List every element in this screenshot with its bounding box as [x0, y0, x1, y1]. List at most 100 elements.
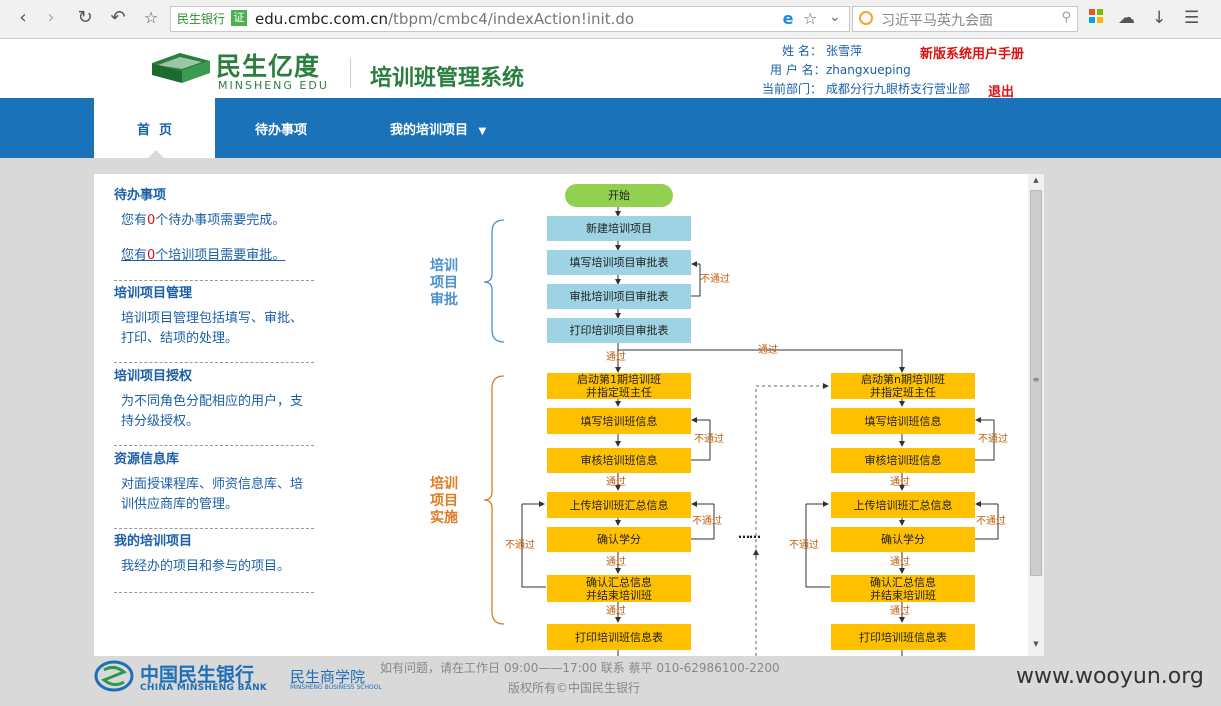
main-nav: 首 页 待办事项 我的培训项目 ▼	[0, 98, 1221, 158]
chevron-down-icon: ▼	[478, 126, 487, 137]
mgmt-section-title: 培训项目管理	[114, 286, 193, 301]
user-name-row: 姓 名：张雪萍	[770, 43, 862, 59]
bank-name-english: CHINA MINSHENG BANK	[140, 683, 268, 693]
flow-step-classn: 打印培训班信息表	[831, 624, 975, 650]
flow-label-fail: 不通过	[978, 434, 1008, 445]
section-divider	[114, 280, 314, 281]
flow-step-class1: 确认学分	[547, 527, 691, 552]
scrollbar-thumb[interactable]: ≡	[1030, 190, 1042, 576]
flow-label-fail: 不通过	[694, 434, 724, 445]
certificate-icon[interactable]: 证	[231, 10, 247, 26]
menu-icon[interactable]: ☰	[1184, 8, 1200, 28]
site-tag: 民生银行	[177, 12, 226, 26]
browser-toolbar: ‹ › ↻ ↶ ☆ 民生银行 证 edu.cmbc.com.cn/tbpm/cm…	[0, 0, 1221, 39]
logo-chinese-text: 民生亿度	[216, 52, 321, 81]
flow-step-classn: 审核培训班信息	[831, 448, 975, 473]
nav-home-tab[interactable]: 首 页	[94, 98, 215, 158]
resource-section-title: 资源信息库	[114, 452, 180, 467]
user-manual-link[interactable]: 新版系统用户手册	[920, 47, 1025, 62]
section-divider	[114, 528, 314, 529]
url-text[interactable]: edu.cmbc.com.cn/tbpm/cmbc4/indexAction!i…	[255, 10, 635, 28]
search-input[interactable]: 习近平马英九会面 ⚲	[852, 6, 1078, 32]
username-row: 用 户 名：zhangxueping	[770, 62, 911, 78]
site-header: 民生亿度 MINSHENG EDU 培训班管理系统 姓 名：张雪萍 用 户 名：…	[0, 39, 1221, 100]
back-icon[interactable]: ‹	[19, 7, 27, 28]
mgmt-section-text: 培训项目管理包括填写、审批、打印、结项的处理。	[121, 311, 304, 346]
nav-my-projects-tab[interactable]: 我的培训项目 ▼	[390, 98, 486, 158]
flow-label-fail: 不通过	[976, 516, 1006, 527]
user-name-value: 张雪萍	[826, 44, 863, 58]
reload-icon[interactable]: ↻	[77, 7, 93, 28]
flow-label-fail: 不通过	[789, 540, 819, 551]
flow-label-fail: 不通过	[692, 516, 722, 527]
workflow-connectors	[483, 207, 999, 656]
flow-label-pass: 通过	[606, 352, 626, 363]
bank-name-chinese: 中国民生银行	[140, 664, 255, 686]
section-divider	[114, 362, 314, 363]
flow-label-fail: 不通过	[700, 274, 730, 285]
flow-step-class1: 上传培训班汇总信息	[547, 492, 691, 518]
favorite-star-icon[interactable]: ☆	[803, 9, 818, 28]
search-query[interactable]: 习近平马英九会面	[881, 13, 993, 29]
content-panel: 待办事项 您有0个待办事项需要完成。 您有0个培训项目需要审批。 培训项目管理 …	[94, 174, 1044, 656]
my-projects-section-title: 我的培训项目	[114, 534, 193, 549]
resource-section-text: 对面授课程库、师资信息库、培训供应商库的管理。	[121, 477, 304, 512]
todo-pending-count: 0	[147, 213, 156, 228]
flow-label-pass: 通过	[606, 606, 626, 617]
cloud-icon[interactable]: ☁	[1118, 8, 1135, 28]
flow-start-node: 开始	[565, 184, 673, 207]
section-divider	[114, 445, 314, 446]
forward-icon[interactable]: ›	[47, 7, 55, 28]
school-name-english: MINSHENG BUSINESS SCHOOL	[290, 684, 382, 691]
auth-section-text: 为不同角色分配相应的用户，支持分级授权。	[121, 394, 304, 429]
my-projects-section-text: 我经办的项目和参与的项目。	[121, 559, 291, 574]
flow-step-class1: 审核培训班信息	[547, 448, 691, 473]
flow-step-class1: 填写培训班信息	[547, 408, 691, 434]
flow-step-classn: 填写培训班信息	[831, 408, 975, 434]
flow-step-approval: 审批培训项目审批表	[547, 284, 691, 309]
todo-section-title: 待办事项	[114, 188, 167, 203]
site-footer: 中国民生银行 CHINA MINSHENG BANK 民生商学院 MINSHEN…	[0, 656, 1221, 706]
logo-divider	[350, 58, 351, 88]
scroll-grip-icon: ≡	[1032, 375, 1040, 384]
nav-my-projects-label: 我的培训项目	[390, 123, 469, 138]
flow-step-classn: 启动第n期培训班 并指定班主任	[831, 373, 975, 399]
search-icon[interactable]: ⚲	[1061, 10, 1071, 25]
todo-pending-text: 您有0个待办事项需要完成。	[121, 213, 286, 228]
flow-step-class1: 启动第1期培训班 并指定班主任	[547, 373, 691, 399]
address-bar[interactable]: 民生银行 证 edu.cmbc.com.cn/tbpm/cmbc4/indexA…	[170, 6, 850, 32]
chevron-down-icon[interactable]: ⌄	[829, 9, 841, 25]
flow-ellipsis: ……	[738, 527, 761, 541]
flow-step-approval: 打印培训项目审批表	[547, 318, 691, 343]
logout-link[interactable]: 退出	[988, 85, 1015, 100]
scroll-down-arrow-icon[interactable]: ▼	[1033, 640, 1039, 648]
scroll-up-arrow-icon[interactable]: ▲	[1033, 176, 1039, 184]
flow-label-fail: 不通过	[505, 540, 535, 551]
flow-step-approval: 填写培训项目审批表	[547, 250, 691, 275]
apps-grid-icon[interactable]	[1088, 8, 1104, 29]
department-label: 当前部门：	[762, 82, 823, 96]
flow-label-pass: 通过	[890, 557, 910, 568]
download-icon[interactable]: ↓	[1152, 8, 1167, 28]
bookmark-star-icon[interactable]: ☆	[143, 8, 159, 27]
nav-todo-tab[interactable]: 待办事项	[255, 123, 308, 138]
flow-label-pass: 通过	[758, 345, 778, 356]
minsheng-edu-logo-icon	[152, 53, 210, 83]
ie-mode-icon[interactable]: e	[782, 9, 794, 28]
scrollbar[interactable]: ▲ ≡ ▼	[1028, 174, 1044, 656]
approval-pending-link[interactable]: 您有0个培训项目需要审批。	[121, 248, 286, 263]
flow-step-class1: 确认汇总信息 并结束培训班	[547, 575, 691, 602]
flow-label-pass: 通过	[890, 477, 910, 488]
undo-icon[interactable]: ↶	[110, 7, 126, 28]
flow-label-pass: 通过	[606, 557, 626, 568]
copyright-text: 版权所有©中国民生银行	[508, 681, 641, 695]
active-tab-caret	[148, 150, 164, 158]
group-label-approval: 培训 项目 审批	[430, 258, 458, 308]
approval-pending-count: 0	[147, 248, 156, 263]
flow-step-classn: 确认学分	[831, 527, 975, 552]
department-value: 成都分行九眼桥支行营业部	[826, 82, 971, 96]
group-label-implementation: 培训 项目 实施	[430, 476, 458, 526]
system-title: 培训班管理系统	[370, 66, 525, 91]
flow-label-pass: 通过	[890, 606, 910, 617]
cmbc-logo-icon	[94, 660, 134, 692]
